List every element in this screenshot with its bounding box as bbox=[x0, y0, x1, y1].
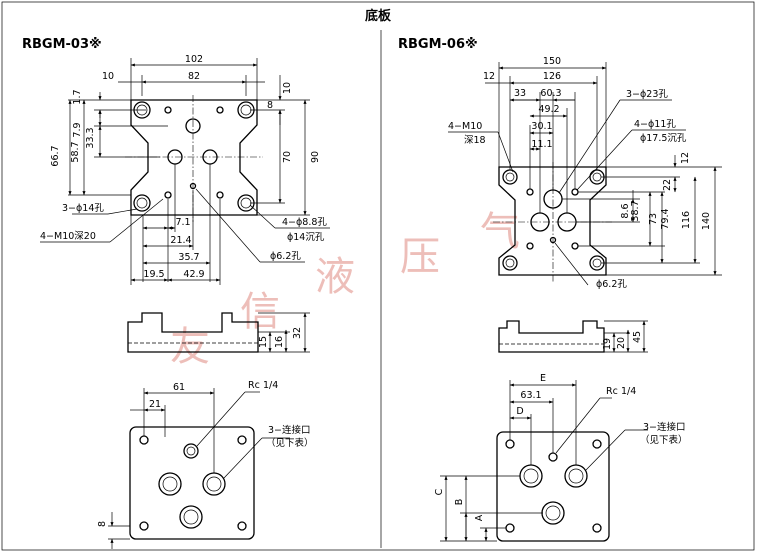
label-3-hole-14: 3−ϕ14孔 bbox=[62, 203, 104, 214]
label-3-ports: 3−连接口 bbox=[268, 424, 311, 436]
dim-66-7: 66.7 bbox=[50, 145, 61, 166]
label-see-table: （见下表） bbox=[266, 437, 314, 449]
dim-140: 140 bbox=[701, 212, 712, 230]
dim-8: 8 bbox=[267, 100, 273, 111]
dim-82: 82 bbox=[188, 71, 200, 82]
label-3-hole-23: 3−ϕ23孔 bbox=[626, 89, 668, 100]
dim-21-4: 21.4 bbox=[170, 235, 191, 246]
dim-30-1: 30.1 bbox=[531, 121, 552, 132]
dim-45: 45 bbox=[632, 331, 643, 343]
watermark: 友 信 液 压 气 bbox=[170, 209, 520, 370]
label-4-hole-11: 4−ϕ11孔 bbox=[634, 119, 676, 130]
dim-11-1: 11.1 bbox=[531, 139, 552, 150]
dim-116: 116 bbox=[681, 211, 692, 229]
dim-B: B bbox=[454, 499, 465, 506]
label-rc-right: Rc bbox=[606, 386, 618, 397]
dim-7-9: 7.9 bbox=[72, 122, 83, 137]
dim-20: 20 bbox=[616, 337, 627, 349]
dim-8-6: 8.6 bbox=[620, 203, 631, 218]
dim-16: 16 bbox=[274, 336, 285, 348]
left-side-view: 15 16 32 bbox=[127, 312, 310, 353]
label-4-m10-right: 4−M10 bbox=[448, 121, 482, 132]
dim-D: D bbox=[516, 406, 523, 417]
dim-102: 102 bbox=[185, 54, 203, 65]
dim-35-7: 35.7 bbox=[178, 252, 199, 263]
right-side-view: 19 20 45 bbox=[498, 320, 648, 353]
dim-38-7: 38.7 bbox=[630, 200, 641, 221]
right-top-view bbox=[448, 62, 722, 286]
right-model-label: RBGM-06※ bbox=[398, 37, 478, 52]
dim-1-7: 1.7 bbox=[72, 89, 83, 104]
page-title: 底板 bbox=[365, 8, 392, 24]
dim-15: 15 bbox=[258, 336, 269, 348]
dim-126: 126 bbox=[543, 71, 561, 82]
dim-63-1: 63.1 bbox=[520, 390, 541, 401]
watermark-char: 友 bbox=[170, 324, 210, 370]
dim-90: 90 bbox=[310, 151, 321, 163]
dim-C: C bbox=[434, 488, 445, 495]
dim-8-bottom: 8 bbox=[97, 521, 108, 527]
watermark-char: 液 bbox=[315, 254, 355, 300]
dim-19-5: 19.5 bbox=[143, 269, 164, 280]
label-3-ports-right: 3−连接口 bbox=[643, 421, 686, 433]
dim-A: A bbox=[474, 514, 485, 521]
right-bottom-view: E 63.1 D C B A Rc 1/4 3−连接口 （见下表） bbox=[434, 373, 688, 542]
dim-7-1: 7.1 bbox=[175, 217, 190, 228]
dim-19: 19 bbox=[602, 338, 613, 350]
label-rc-fraction-right: 1/4 bbox=[621, 386, 636, 397]
left-top-dims: 102 82 10 10 1.7 7.9 33.3 58.7 66.7 8 70… bbox=[40, 54, 327, 280]
dim-70: 70 bbox=[282, 151, 293, 163]
dim-22: 22 bbox=[662, 179, 673, 191]
dim-42-9: 42.9 bbox=[183, 269, 204, 280]
dim-60-3: 60.3 bbox=[540, 88, 561, 99]
label-4-hole-8-8: 4−ϕ8.8孔 bbox=[282, 217, 327, 228]
dim-32: 32 bbox=[292, 327, 303, 339]
dim-73: 73 bbox=[648, 213, 659, 225]
label-see-table-right: （见下表） bbox=[640, 434, 688, 446]
label-rc-fraction: 1/4 bbox=[263, 380, 278, 391]
dim-79-4: 79.4 bbox=[660, 208, 671, 229]
label-4-m10: 4−M10深20 bbox=[40, 231, 96, 242]
label-counterbore-17-5: ϕ17.5沉孔 bbox=[640, 133, 687, 144]
watermark-char: 气 bbox=[480, 209, 520, 255]
watermark-char: 信 bbox=[240, 289, 280, 335]
dim-12-right: 12 bbox=[680, 152, 691, 164]
label-hole-6-2-right: ϕ6.2孔 bbox=[596, 279, 627, 290]
label-counterbore-14: ϕ14沉孔 bbox=[287, 232, 325, 243]
dim-61: 61 bbox=[173, 382, 185, 393]
dim-12-top: 12 bbox=[483, 71, 495, 82]
dim-49-2: 49.2 bbox=[538, 104, 559, 115]
dim-58-7: 58.7 bbox=[70, 141, 81, 162]
dim-E: E bbox=[540, 373, 546, 384]
label-hole-6-2: ϕ6.2孔 bbox=[270, 251, 301, 262]
dim-10-left: 10 bbox=[102, 71, 114, 82]
dim-150: 150 bbox=[543, 56, 561, 67]
left-bottom-view: 61 21 8 Rc 1/4 3−连接口 （见下表） bbox=[97, 380, 314, 549]
dim-10-right: 10 bbox=[282, 82, 293, 94]
label-rc: Rc bbox=[248, 380, 260, 391]
label-depth-18: 深18 bbox=[464, 135, 486, 146]
dim-33-3: 33.3 bbox=[85, 127, 96, 148]
watermark-char: 压 bbox=[400, 234, 440, 280]
dim-33: 33 bbox=[514, 88, 526, 99]
dim-21: 21 bbox=[149, 399, 161, 410]
right-top-dims: 150 126 12 33 60.3 49.2 30.1 11.1 12 22 … bbox=[448, 56, 712, 290]
left-model-label: RBGM-03※ bbox=[22, 37, 102, 52]
left-top-view bbox=[40, 58, 330, 285]
